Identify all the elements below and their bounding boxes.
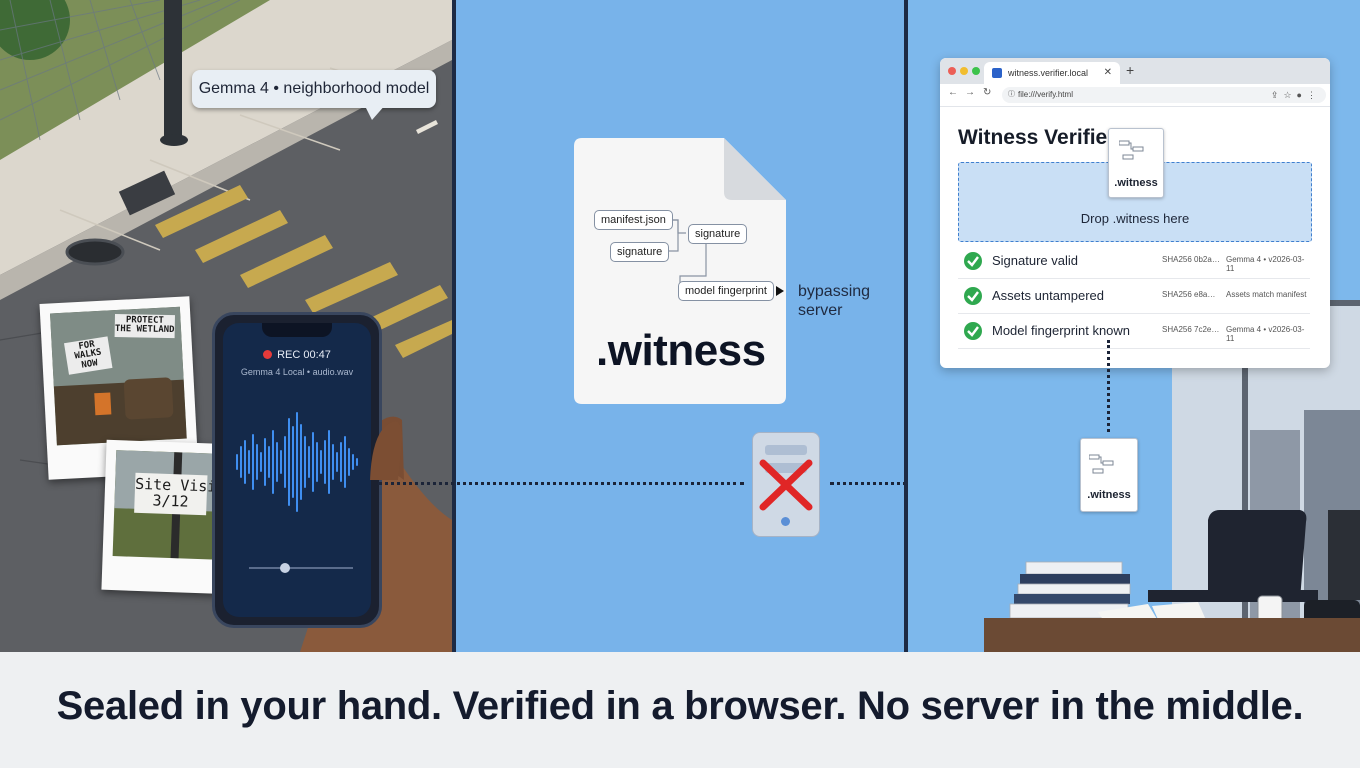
witness-extension-label: .witness bbox=[596, 326, 766, 375]
window-minimize-icon[interactable] bbox=[960, 67, 968, 75]
audio-waveform bbox=[236, 412, 358, 512]
speech-bubble-tail bbox=[364, 104, 386, 120]
browser-tab[interactable]: witness.verifier.local ✕ bbox=[984, 62, 1120, 84]
tab-close-icon[interactable]: ✕ bbox=[1103, 67, 1112, 78]
tab-title: witness.verifier.local bbox=[1008, 68, 1089, 78]
check-circle-icon bbox=[964, 252, 982, 270]
forward-arrow-icon[interactable]: → bbox=[965, 87, 975, 98]
phone-screen: REC 00:47 Gemma 4 Local • audio.wav bbox=[223, 323, 371, 617]
check-hash: SHA256 0b2a… bbox=[1162, 255, 1220, 264]
recording-indicator: REC 00:47 bbox=[223, 349, 371, 361]
witness-document-icon bbox=[574, 138, 786, 404]
protest-sign-right: PROTECT THE WETLAND bbox=[114, 314, 175, 338]
protest-sign-left: FOR WALKS NOW bbox=[64, 336, 113, 376]
record-dot-icon bbox=[263, 350, 273, 359]
file-structure-icon bbox=[1089, 454, 1114, 474]
window-mullion bbox=[1242, 300, 1248, 652]
recording-model-label: Gemma 4 Local • audio.wav bbox=[240, 367, 354, 377]
back-arrow-icon[interactable]: ← bbox=[948, 87, 958, 98]
window-close-icon[interactable] bbox=[948, 67, 956, 75]
transfer-path-left bbox=[378, 482, 744, 485]
model-fingerprint-node: model fingerprint bbox=[678, 281, 774, 301]
orange-cone-image bbox=[94, 392, 112, 416]
incoming-file-label: .witness bbox=[1087, 489, 1131, 501]
page-info-icon[interactable]: ⓘ bbox=[1008, 91, 1015, 98]
server-slot bbox=[765, 445, 807, 455]
verification-path-vertical bbox=[1107, 340, 1110, 432]
caption-bar: Sealed in your hand. Verified in a brows… bbox=[0, 652, 1360, 768]
bypass-arrow-icon bbox=[776, 286, 784, 296]
server-led bbox=[781, 517, 790, 526]
check-meta: Gemma 4 • v2026-03-11 bbox=[1226, 325, 1305, 343]
bypassing-server-label: bypassing server bbox=[798, 283, 871, 319]
dragged-witness-file[interactable]: .witness bbox=[1108, 128, 1164, 198]
browser-toolbar: ← → ↻ ⓘ file:///verify.html ⇪ ☆ ● ⋮ bbox=[940, 84, 1330, 107]
bookmark-star-icon[interactable]: ☆ bbox=[1283, 90, 1292, 100]
profile-icon[interactable]: ● bbox=[1296, 90, 1302, 100]
recording-phone: REC 00:47 Gemma 4 Local • audio.wav bbox=[212, 312, 382, 628]
scrubber-knob[interactable] bbox=[280, 563, 291, 573]
blocked-server-icon bbox=[752, 432, 820, 537]
url-bar[interactable]: ⓘ file:///verify.html ⇪ ☆ ● ⋮ bbox=[1002, 87, 1326, 103]
check-circle-icon bbox=[964, 322, 982, 340]
toolbar-icons: ⇪ ☆ ● ⋮ bbox=[1271, 87, 1316, 103]
check-meta: Gemma 4 • v2026-03-11 bbox=[1226, 255, 1305, 273]
check-label: Assets untampered bbox=[992, 288, 1105, 303]
file-structure-icon bbox=[1119, 140, 1144, 160]
office-desk bbox=[984, 618, 1360, 652]
page-title: Witness Verifier bbox=[958, 126, 1116, 149]
hand-thumb bbox=[370, 421, 402, 480]
manifest-json-node: manifest.json bbox=[594, 210, 673, 230]
tab-favicon-icon bbox=[992, 68, 1002, 78]
reload-icon[interactable]: ↻ bbox=[983, 87, 992, 98]
site-visit-sign: Site Visit 3/12 bbox=[134, 472, 226, 515]
model-speech-bubble: Gemma 4 • neighborhood model bbox=[192, 70, 436, 108]
drop-zone-label: Drop .witness here bbox=[1080, 211, 1190, 226]
check-hash: SHA256 7c2e… bbox=[1162, 325, 1220, 334]
share-icon[interactable]: ⇪ bbox=[1270, 90, 1279, 100]
verifier-browser-window: witness.verifier.local ✕ + ← → ↻ ⓘ file:… bbox=[940, 58, 1330, 368]
boots-image bbox=[123, 377, 174, 420]
signature-node-right: signature bbox=[688, 224, 748, 244]
check-row-signature: Signature valid SHA256 0b2a… Gemma 4 • v… bbox=[958, 244, 1310, 279]
window-maximize-icon[interactable] bbox=[972, 67, 980, 75]
office-furniture bbox=[1009, 510, 1360, 628]
street-scene-panel: Gemma 4 • neighborhood model FOR WALKS N… bbox=[0, 0, 452, 652]
check-hash: SHA256 e8a… bbox=[1162, 290, 1216, 299]
playback-scrubber[interactable] bbox=[249, 563, 353, 573]
signature-node-left: signature bbox=[610, 242, 670, 262]
check-label: Model fingerprint known bbox=[992, 323, 1131, 338]
url-text: file:///verify.html bbox=[1018, 90, 1073, 99]
incoming-witness-file[interactable]: .witness bbox=[1080, 438, 1138, 512]
check-label: Signature valid bbox=[992, 253, 1078, 268]
panel-divider-right bbox=[904, 0, 908, 652]
check-row-model-fingerprint: Model fingerprint known SHA256 7c2e… Gem… bbox=[958, 314, 1310, 349]
check-circle-icon bbox=[964, 287, 982, 305]
caption-text: Sealed in your hand. Verified in a brows… bbox=[56, 684, 1304, 728]
red-x-icon bbox=[759, 459, 813, 511]
dragged-file-label: .witness bbox=[1114, 177, 1158, 189]
menu-dots-icon[interactable]: ⋮ bbox=[1307, 90, 1316, 100]
server-slot bbox=[765, 463, 807, 473]
phone-notch bbox=[262, 323, 332, 337]
recording-timer: REC 00:47 bbox=[277, 349, 331, 361]
browser-tab-bar: witness.verifier.local ✕ + bbox=[940, 58, 1330, 84]
panel-divider-left bbox=[452, 0, 456, 652]
check-row-assets: Assets untampered SHA256 e8a… Assets mat… bbox=[958, 279, 1310, 314]
check-meta: Assets match manifest bbox=[1226, 290, 1307, 299]
new-tab-icon[interactable]: + bbox=[1126, 62, 1135, 78]
